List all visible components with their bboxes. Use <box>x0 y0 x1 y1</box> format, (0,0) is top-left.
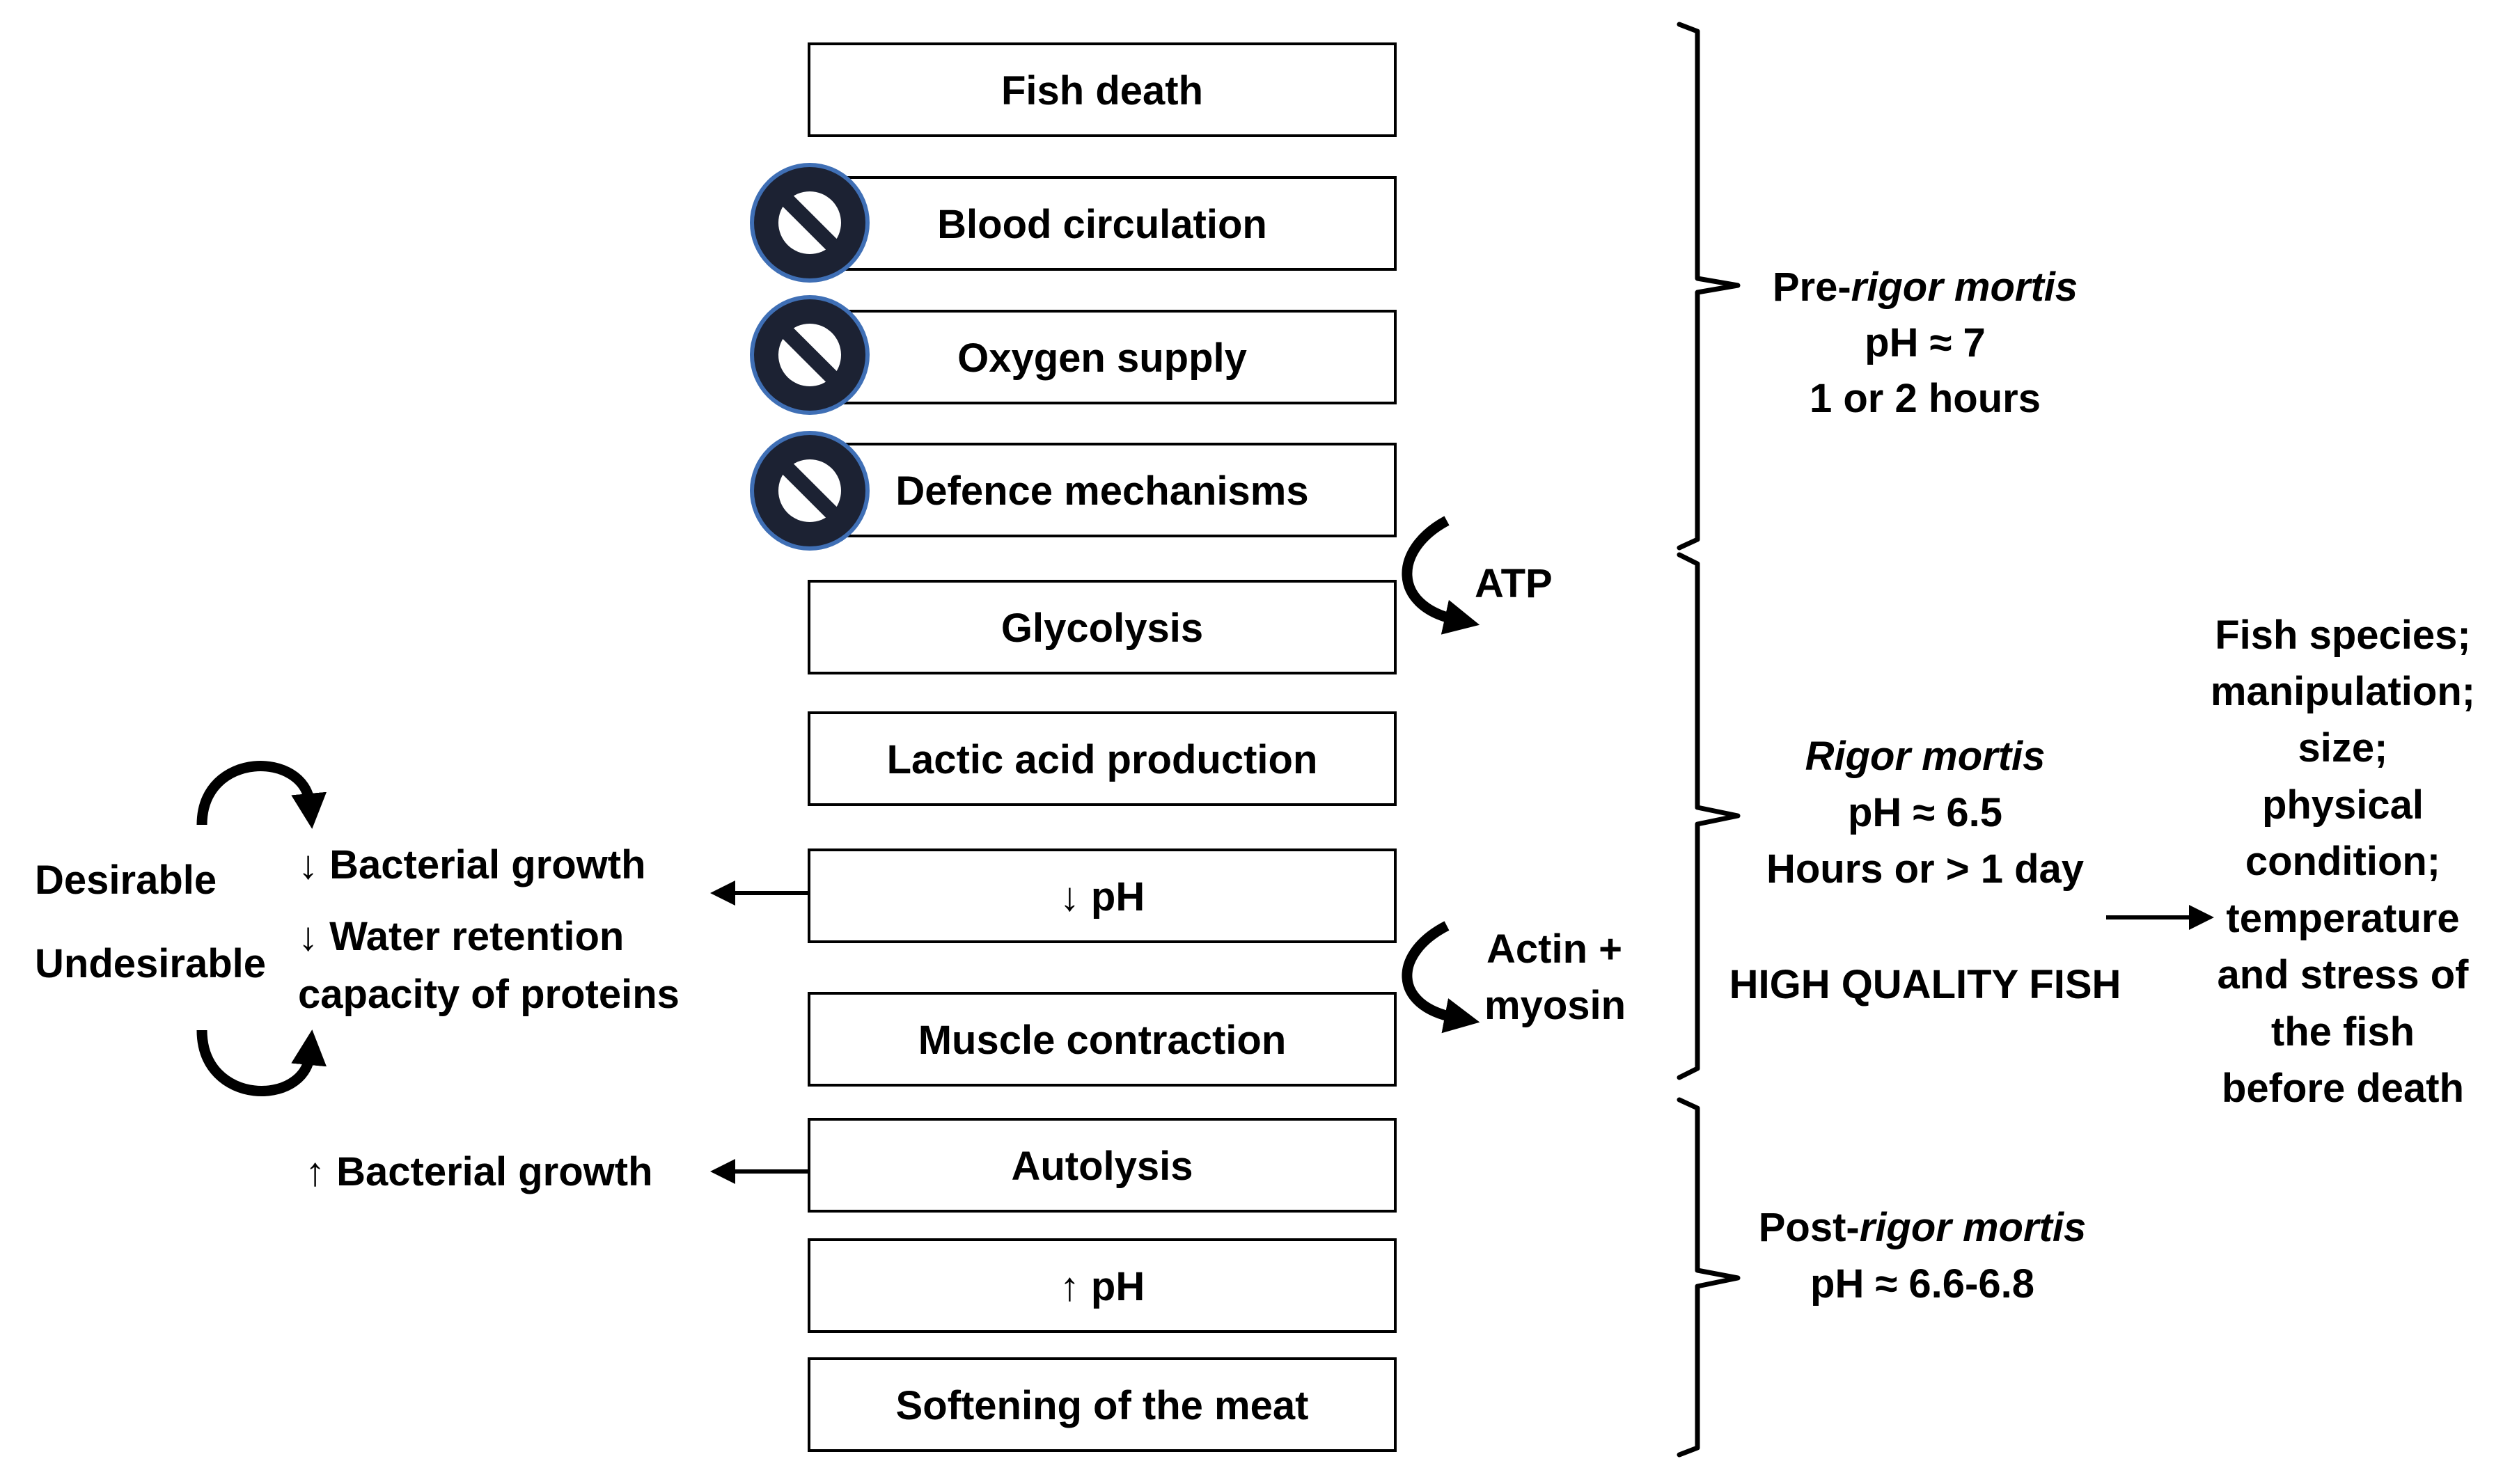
stage-label: ↓ pH <box>1060 874 1145 919</box>
undesirable-curved-arrow <box>196 1029 327 1096</box>
stage-label: Muscle contraction <box>918 1018 1287 1063</box>
water-retention-continued: capacity of proteins <box>298 972 680 1017</box>
rigor-title: Rigor mortis <box>1805 734 2046 779</box>
actin-label: Actin + <box>1486 926 1622 972</box>
stage-box-softening: Softening of the meat <box>808 1357 1397 1452</box>
stage-box-fish-death: Fish death <box>808 42 1397 137</box>
factor-line: Fish species; <box>2215 613 2470 658</box>
atp-curved-arrow <box>1402 516 1480 635</box>
post-rigor-title: Post-rigor mortis <box>1759 1205 2087 1250</box>
factor-line: physical <box>2262 782 2424 828</box>
bacterial-growth-increase: ↑ Bacterial growth <box>305 1149 653 1194</box>
high-quality-label: HIGH QUALITY FISH <box>1729 962 2121 1007</box>
stage-box-glycolysis: Glycolysis <box>808 580 1397 674</box>
stage-box-oxygen-supply: Oxygen supply <box>808 310 1397 404</box>
rigor-bracket <box>1677 552 1741 1080</box>
stage-label: Fish death <box>1001 68 1203 113</box>
myosin-label: myosin <box>1484 983 1626 1028</box>
factor-line: manipulation; <box>2211 669 2475 714</box>
water-retention-decrease: ↓ Water retention <box>298 914 624 959</box>
actin-myosin-curved-arrow <box>1402 921 1480 1034</box>
pre-rigor-title: Pre-rigor mortis <box>1773 265 2078 310</box>
stage-box-ph-increase: ↑ pH <box>808 1238 1397 1333</box>
stage-box-muscle-contraction: Muscle contraction <box>808 992 1397 1087</box>
stage-label: Glycolysis <box>1001 606 1203 651</box>
desirable-label: Desirable <box>35 858 217 903</box>
stage-box-ph-decrease: ↓ pH <box>808 848 1397 943</box>
pre-rigor-duration: 1 or 2 hours <box>1810 376 2041 421</box>
factor-line: and stress of <box>2218 952 2470 997</box>
stage-box-autolysis: Autolysis <box>808 1118 1397 1213</box>
post-rigor-bracket <box>1677 1097 1741 1458</box>
stage-box-blood-circulation: Blood circulation <box>808 176 1397 271</box>
stage-label: Autolysis <box>1011 1144 1193 1189</box>
prohibition-icon <box>750 295 870 415</box>
rigor-ph: pH ≈ 6.5 <box>1848 790 2002 835</box>
post-rigor-ph: pH ≈ 6.6-6.8 <box>1810 1261 2034 1307</box>
pre-rigor-bracket <box>1677 22 1741 551</box>
factor-line: size; <box>2298 725 2388 771</box>
bacterial-growth-decrease: ↓ Bacterial growth <box>298 842 646 887</box>
rigor-duration: Hours or > 1 day <box>1766 846 2084 892</box>
desirable-curved-arrow <box>196 761 327 829</box>
pre-rigor-ph: pH ≈ 7 <box>1865 320 1986 365</box>
factor-line: temperature <box>2226 896 2459 941</box>
stage-label: Oxygen supply <box>957 336 1247 381</box>
stage-box-defence-mechanisms: Defence mechanisms <box>808 443 1397 537</box>
stage-label: ↑ pH <box>1060 1264 1145 1309</box>
factor-line: before death <box>2222 1066 2464 1111</box>
prohibition-icon <box>750 431 870 551</box>
prohibition-icon <box>750 163 870 283</box>
stage-label: Lactic acid production <box>887 737 1318 782</box>
stage-box-lactic-acid: Lactic acid production <box>808 711 1397 806</box>
undesirable-label: Undesirable <box>35 941 266 986</box>
atp-label: ATP <box>1475 561 1553 606</box>
stage-label: Defence mechanisms <box>895 468 1308 514</box>
factor-line: the fish <box>2271 1009 2415 1055</box>
stage-label: Softening of the meat <box>896 1383 1309 1428</box>
stage-label: Blood circulation <box>937 202 1267 247</box>
factor-line: condition; <box>2245 839 2440 884</box>
